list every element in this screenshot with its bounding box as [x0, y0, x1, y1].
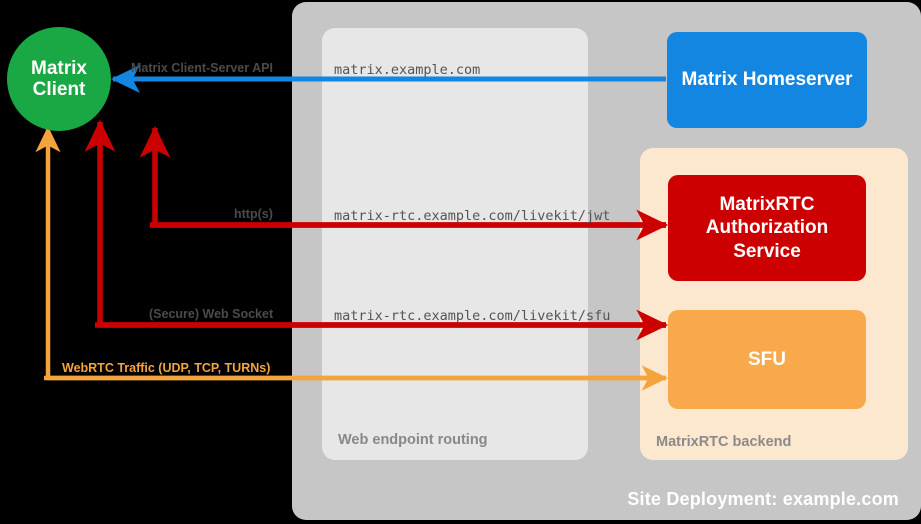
node-matrix-client-line2: Client	[32, 79, 86, 100]
edge-label-webrtc-traffic: WebRTC Traffic (UDP, TCP, TURNs)	[62, 361, 271, 375]
edge-label-http: http(s)	[234, 207, 273, 221]
web-endpoint-routing-panel: Web endpoint routing	[322, 28, 588, 460]
edge-label-client-server-api: Matrix Client-Server API	[131, 61, 273, 75]
node-sfu-label: SFU	[748, 348, 786, 370]
route-label-livekit-jwt: matrix-rtc.example.com/livekit/jwt	[334, 208, 611, 224]
node-auth-line2: Authorization	[705, 217, 829, 239]
node-auth-line3: Service	[733, 240, 801, 262]
node-sfu[interactable]: SFU	[668, 310, 866, 409]
web-endpoint-routing-label: Web endpoint routing	[338, 432, 488, 448]
matrixrtc-backend-label: MatrixRTC backend	[656, 434, 792, 450]
node-matrix-homeserver[interactable]: Matrix Homeserver	[667, 32, 867, 128]
node-matrixrtc-authorization-service[interactable]: MatrixRTC Authorization Service	[668, 175, 866, 281]
node-matrix-homeserver-label: Matrix Homeserver	[681, 69, 853, 91]
edge-webrtc-traffic	[35, 126, 666, 381]
route-label-matrix-example-com: matrix.example.com	[334, 62, 481, 78]
site-deployment-label: Site Deployment: example.com	[627, 489, 899, 509]
route-label-livekit-sfu: matrix-rtc.example.com/livekit/sfu	[334, 308, 611, 324]
node-matrix-client-line1: Matrix	[31, 57, 87, 79]
node-auth-line1: MatrixRTC	[719, 194, 815, 216]
node-matrix-client[interactable]: Matrix Client	[7, 27, 111, 131]
edge-label-websocket: (Secure) Web Socket	[149, 307, 274, 321]
